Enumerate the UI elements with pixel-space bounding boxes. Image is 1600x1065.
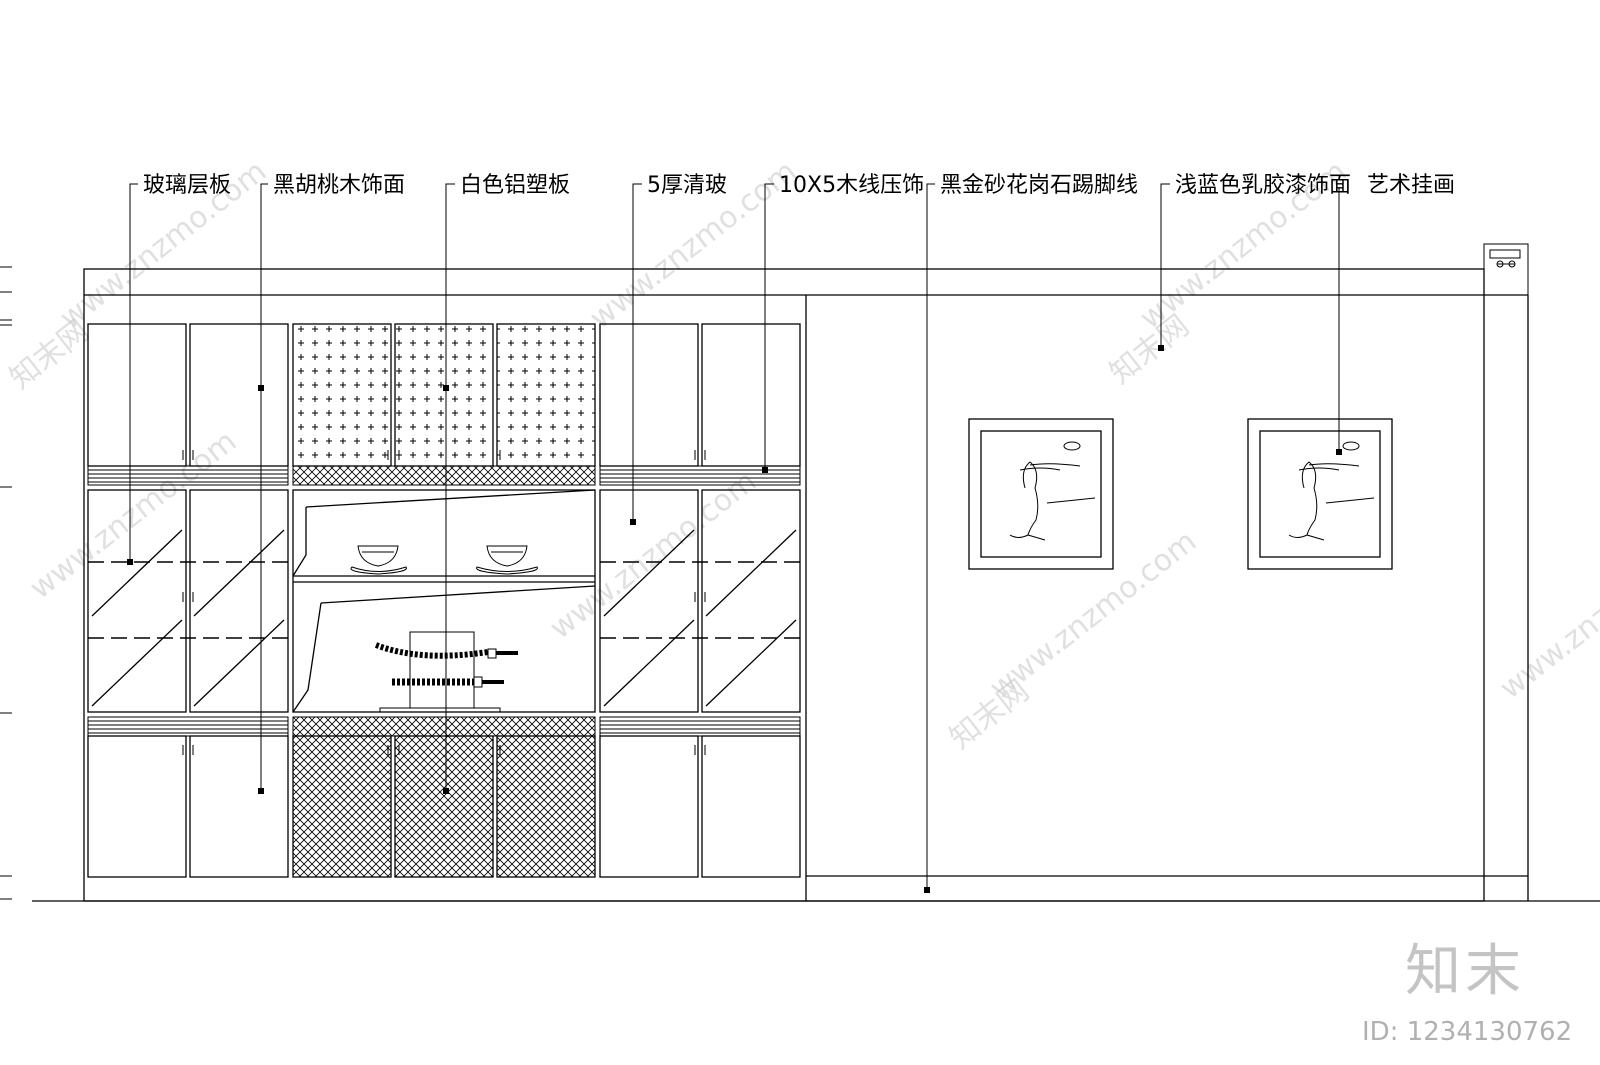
door-handles <box>182 745 706 755</box>
image-id: ID: 1234130762 <box>1362 1017 1572 1047</box>
leader-lines <box>129 183 1340 890</box>
door-handles <box>182 592 706 602</box>
watermark-text: www.znzmo.com <box>23 424 243 606</box>
cabinet-frame <box>83 268 1529 902</box>
decor-bowl-icon <box>350 545 407 575</box>
label-wood-trim: 10X5木线压饰 <box>779 173 924 198</box>
label-latex-paint: 浅蓝色乳胶漆饰面 <box>1175 173 1351 198</box>
label-walnut-veneer: 黑胡桃木饰面 <box>273 173 405 198</box>
decor-bowl-icon <box>476 545 538 575</box>
wood-trim-strips-upper <box>87 465 801 486</box>
brand-logo: 知末 <box>1405 939 1525 1004</box>
label-art-painting: 艺术挂画 <box>1367 173 1455 198</box>
watermark-layer: www.znzmo.com www.znzmo.com www.znzmo.co… <box>3 154 1600 756</box>
upper-cabinet-doors <box>87 323 801 467</box>
watermark-brand: 知末网 <box>3 313 95 396</box>
curtain-bracket-icon <box>1483 243 1529 296</box>
level-ticks <box>0 266 12 900</box>
label-glass-shelf: 玻璃层板 <box>143 173 231 198</box>
leader-endpoints <box>127 345 1342 893</box>
wood-trim-strips-lower <box>87 716 801 737</box>
art-painting-right <box>1247 418 1393 570</box>
glass-cabinet-doors <box>87 489 801 713</box>
label-clear-glass: 5厚清玻 <box>647 173 727 198</box>
watermark-text: www.znzmo.com <box>1493 524 1600 706</box>
label-white-panel: 白色铝塑板 <box>460 173 570 198</box>
door-handles <box>182 450 706 460</box>
art-painting-left <box>968 418 1114 570</box>
label-granite-skirting: 黑金砂花岗石踢脚线 <box>940 173 1138 198</box>
sword-stand-icon <box>374 631 518 713</box>
lower-cabinet-doors <box>87 735 801 878</box>
glass-shelf-lines <box>88 561 800 639</box>
